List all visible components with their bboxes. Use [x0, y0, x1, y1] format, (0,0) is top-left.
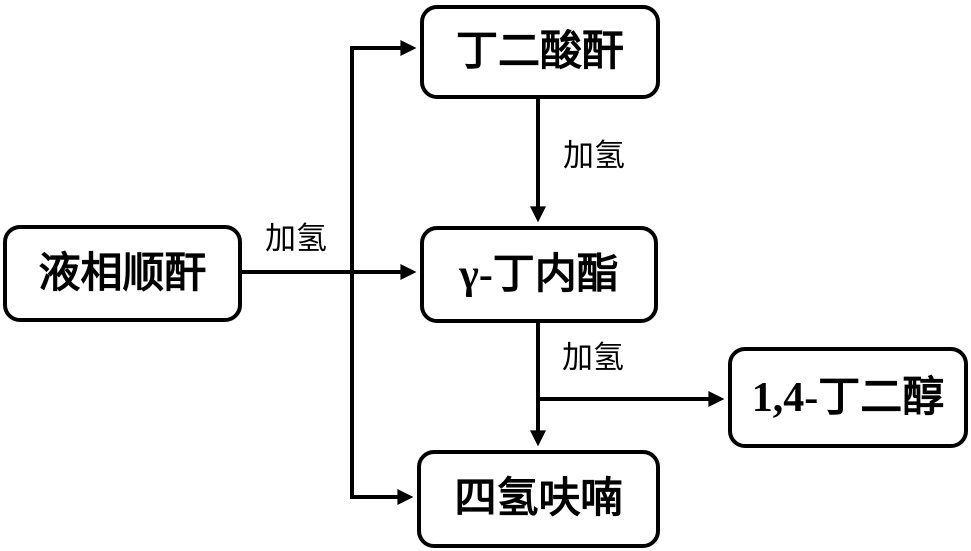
node-succinic-anhydride-label: 丁二酸酐 [455, 29, 624, 75]
node-tetrahydrofuran-label: 四氢呋喃 [454, 476, 623, 522]
edge-label-hydrogenation-3: 加氢 [562, 340, 624, 375]
node-tetrahydrofuran: 四氢呋喃 [417, 450, 660, 548]
edge-label-hydrogenation-2: 加氢 [563, 138, 625, 173]
arrow-maleic-to-thf [350, 272, 414, 505]
node-liquid-maleic-anhydride-label: 液相顺酐 [38, 250, 207, 297]
node-1-4-butanediol-label: 1,4-丁二醇 [751, 374, 945, 421]
node-succinic-anhydride: 丁二酸酐 [420, 5, 660, 99]
arrow-maleic-to-succinic [350, 40, 417, 272]
edge-label-hydrogenation-1: 加氢 [265, 221, 327, 256]
node-gamma-butyrolactone: γ-丁内酯 [420, 226, 658, 323]
node-gamma-butyrolactone-label: γ-丁内酯 [459, 251, 619, 298]
node-1-4-butanediol: 1,4-丁二醇 [728, 347, 968, 448]
node-liquid-maleic-anhydride: 液相顺酐 [3, 225, 242, 322]
